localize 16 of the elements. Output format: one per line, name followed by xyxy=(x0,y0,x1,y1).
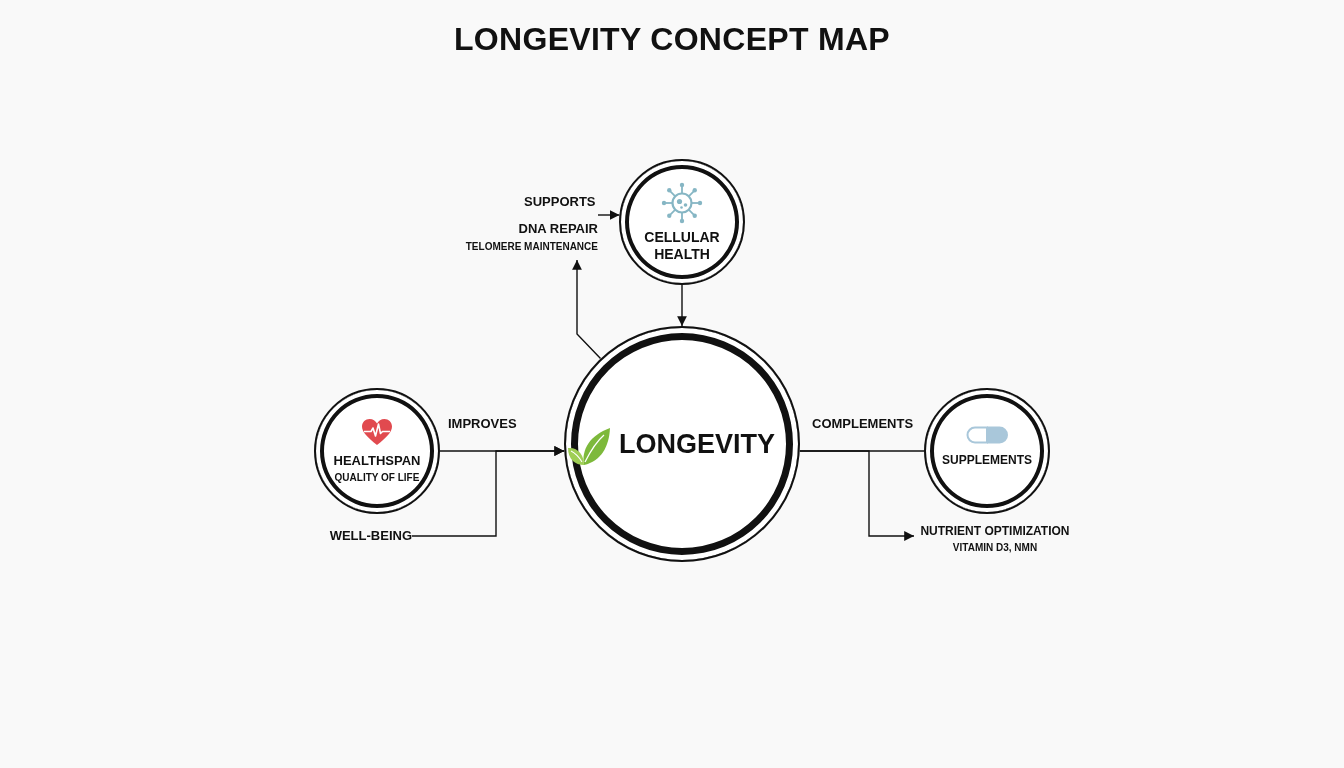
arrow xyxy=(572,259,602,360)
concept-text: WELL-BEING xyxy=(326,528,412,545)
arrow xyxy=(411,446,565,537)
concept-title: SUPPLEMENTS xyxy=(942,453,1032,468)
concept-title: LONGEVITY xyxy=(619,427,775,461)
concept-text: DNA REPAIR xyxy=(518,221,598,237)
arrow xyxy=(799,450,915,541)
concept-title: HEALTHSPAN xyxy=(333,453,421,469)
concept-subtext: VITAMIN D3, NMN xyxy=(952,542,1038,555)
concept-subtext: TELOMERE MAINTENANCE xyxy=(465,240,598,253)
arrow xyxy=(677,284,687,327)
arrow xyxy=(597,210,621,220)
diagram-title: LONGEVITY CONCEPT MAP xyxy=(454,20,890,59)
concept-text: NUTRIENT OPTIMIZATION xyxy=(920,524,1070,539)
concept-subtitle: QUALITY OF LIFE xyxy=(334,471,420,484)
concept-title: CELLULAR HEALTH xyxy=(643,228,721,263)
